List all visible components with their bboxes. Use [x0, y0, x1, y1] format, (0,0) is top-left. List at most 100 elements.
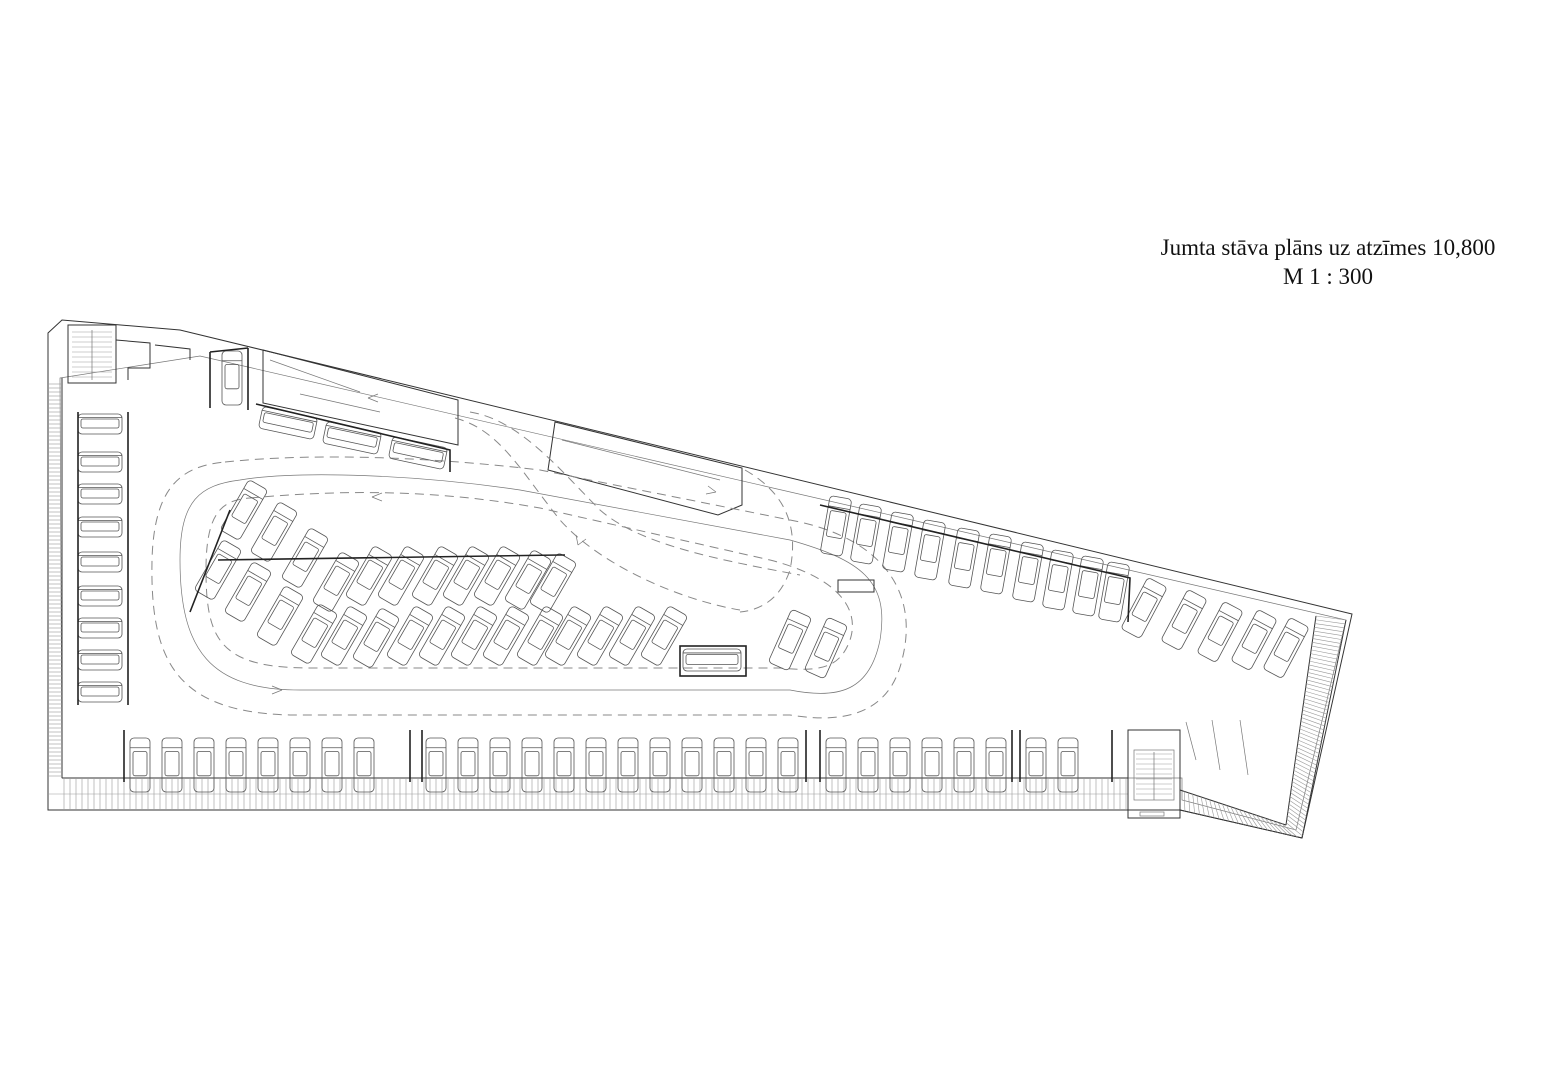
parking-space-left-7 — [77, 617, 123, 639]
drive-aisle-center — [205, 492, 853, 670]
bay-lines-island — [189, 509, 565, 613]
parking-space-left-9 — [77, 681, 123, 703]
parking-space-bottom-2 — [161, 737, 183, 793]
parking-space-right-6 — [980, 533, 1012, 595]
drawing-title: Jumta stāva plāns uz atzīmes 10,800 — [1160, 235, 1496, 260]
parking-space-bottom-18 — [713, 737, 735, 793]
parking-space-bottom-10 — [457, 737, 479, 793]
parking-space-left-8 — [77, 649, 123, 671]
parking-space-island-right-2 — [805, 617, 847, 679]
parking-space-bottom-24 — [921, 737, 943, 793]
parking-space-island-upper-3 — [282, 528, 328, 588]
parking-space-bottom-27 — [1025, 737, 1047, 793]
parking-space-bottom-25 — [953, 737, 975, 793]
parking-space-left-4 — [77, 516, 123, 538]
stair-core-bottom-right — [1127, 729, 1181, 817]
parking-space-far-right-4 — [1231, 610, 1277, 670]
parking-space-bottom-19 — [745, 737, 767, 793]
equipment-box — [837, 579, 875, 593]
parking-space-island-upper-6 — [378, 546, 424, 606]
parking-space-bottom-20 — [777, 737, 799, 793]
parking-space-island-upper-4 — [313, 552, 359, 612]
parking-space-right-9 — [1072, 555, 1104, 617]
parking-space-bottom-5 — [257, 737, 279, 793]
parking-space-island-lower-11 — [517, 606, 563, 666]
stair-core-top-left — [67, 324, 191, 384]
bay-lines-left — [77, 412, 129, 705]
parking-space-bottom-1 — [129, 737, 151, 793]
drive-aisle-inner — [179, 474, 883, 694]
parking-space-island-upper-8 — [443, 546, 489, 606]
parking-space-ramp-3 — [388, 436, 448, 470]
parking-space-left-1 — [77, 413, 123, 435]
parking-space-island-upper-5 — [346, 546, 392, 606]
parking-space-island-right-1 — [769, 609, 811, 671]
parking-space-left-6 — [77, 585, 123, 607]
parking-space-island-upper-9 — [474, 546, 520, 606]
bay-island-single — [679, 645, 747, 677]
parking-space-bottom-4 — [225, 737, 247, 793]
parking-space-far-right-2 — [1161, 590, 1207, 650]
drive-aisle-outer — [151, 456, 907, 719]
parking-space-island-upper-7 — [412, 546, 458, 606]
direction-arrows — [271, 393, 717, 695]
parking-space-bottom-11 — [489, 737, 511, 793]
ramp-path-3 — [739, 469, 794, 613]
parking-space-island-upper-10 — [505, 550, 551, 610]
parking-space-bottom-6 — [289, 737, 311, 793]
parking-space-island-upper-11 — [530, 553, 576, 613]
parking-space-island-lower-14 — [609, 606, 655, 666]
bay-lines-right — [819, 504, 1131, 623]
drawing-title-block: Jumta stāva plāns uz atzīmes 10,800 M 1 … — [1128, 233, 1528, 291]
parking-space-bottom-16 — [649, 737, 671, 793]
bay-lines-bottom — [123, 730, 1113, 782]
parking-space-island-lower-2 — [225, 562, 271, 622]
parking-space-bottom-28 — [1057, 737, 1079, 793]
parking-space-island-lower-4 — [291, 604, 337, 664]
parking-space-island-lower-6 — [353, 608, 399, 668]
parking-space-island-lower-5 — [321, 606, 367, 666]
ramp-path-2 — [469, 411, 801, 576]
parking-space-island-upper-1 — [221, 480, 267, 540]
parking-space-right-1 — [820, 495, 852, 557]
perimeter-walkway-left — [47, 378, 63, 810]
parking-space-island-lower-15 — [641, 606, 687, 666]
parking-space-top-1 — [221, 350, 243, 406]
parking-space-bottom-13 — [553, 737, 575, 793]
parking-space-bottom-23 — [889, 737, 911, 793]
parking-space-bottom-17 — [681, 737, 703, 793]
parking-space-island-lower-8 — [419, 606, 465, 666]
parking-space-far-right-5 — [1263, 618, 1309, 678]
parking-space-island-single — [682, 648, 742, 672]
perimeter-walkway-right — [1179, 615, 1347, 839]
parking-space-bottom-8 — [353, 737, 375, 793]
parking-space-bottom-7 — [321, 737, 343, 793]
parking-space-bottom-14 — [585, 737, 607, 793]
parking-space-bottom-26 — [985, 737, 1007, 793]
building-outline — [47, 319, 1353, 839]
parking-space-island-lower-7 — [387, 606, 433, 666]
parking-space-left-2 — [77, 451, 123, 473]
parking-space-island-lower-10 — [483, 606, 529, 666]
parking-space-island-lower-13 — [577, 606, 623, 666]
parking-space-island-lower-12 — [545, 606, 591, 666]
parking-space-island-upper-2 — [251, 502, 297, 562]
parking-space-right-10 — [1098, 561, 1130, 623]
parking-space-far-right-3 — [1197, 602, 1243, 662]
parking-space-bottom-9 — [425, 737, 447, 793]
parking-space-bottom-21 — [825, 737, 847, 793]
bay-lines-ramp — [255, 403, 451, 472]
bay-lines-top-single — [209, 347, 249, 410]
ramp-upper — [262, 349, 459, 446]
parking-space-left-5 — [77, 551, 123, 573]
drawing-scale: M 1 : 300 — [1282, 264, 1374, 289]
stall-lines-bottom-right — [1185, 719, 1249, 776]
ramp-path — [454, 417, 741, 611]
ramp-middle — [547, 421, 743, 516]
parking-space-island-lower-9 — [451, 606, 497, 666]
parking-space-island-lower-3 — [257, 586, 303, 646]
parking-space-bottom-22 — [857, 737, 879, 793]
parking-space-far-right-1 — [1121, 578, 1167, 638]
perimeter-walkway-bottom — [48, 777, 1128, 811]
